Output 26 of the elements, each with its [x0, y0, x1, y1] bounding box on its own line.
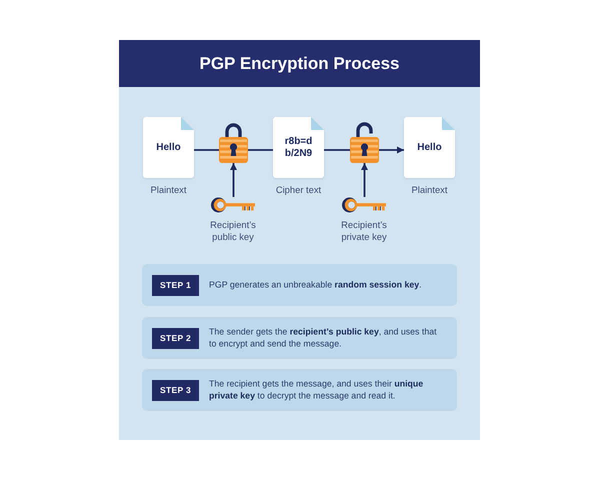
step-badge: STEP 1 [152, 275, 199, 296]
step-badge: STEP 3 [152, 380, 199, 401]
connector-line [194, 149, 219, 151]
connector-line [248, 149, 273, 151]
arrow [379, 146, 404, 154]
document-text: Hello [417, 142, 442, 154]
key-label: Recipient’s public key [209, 219, 257, 243]
connector-line [324, 149, 350, 151]
step-description: The sender gets the recipient’s public key, and uses that to encrypt and send the message. [209, 326, 437, 350]
step-badge: STEP 2 [152, 328, 199, 349]
step-description: PGP generates an unbreakable random session key. [209, 279, 423, 291]
step-description: The recipient gets the message, and uses their unique private key to decrypt the message and read it. [209, 378, 424, 402]
title: PGP Encryption Process [200, 54, 400, 74]
document-text: Hello [156, 142, 181, 154]
document-label: Plaintext [150, 184, 186, 196]
step-card [142, 264, 457, 306]
arrow [230, 163, 237, 197]
padlock-icon [219, 121, 248, 163]
document-label: Plaintext [412, 184, 448, 196]
step-card [142, 317, 457, 359]
open-padlock-icon [350, 121, 379, 163]
key-label: Recipient’s private key [340, 219, 388, 243]
document-text: r8b=d b/2N9 [284, 136, 314, 160]
document-label: Cipher text [276, 184, 322, 196]
arrow [361, 163, 368, 197]
step-card [142, 369, 457, 411]
